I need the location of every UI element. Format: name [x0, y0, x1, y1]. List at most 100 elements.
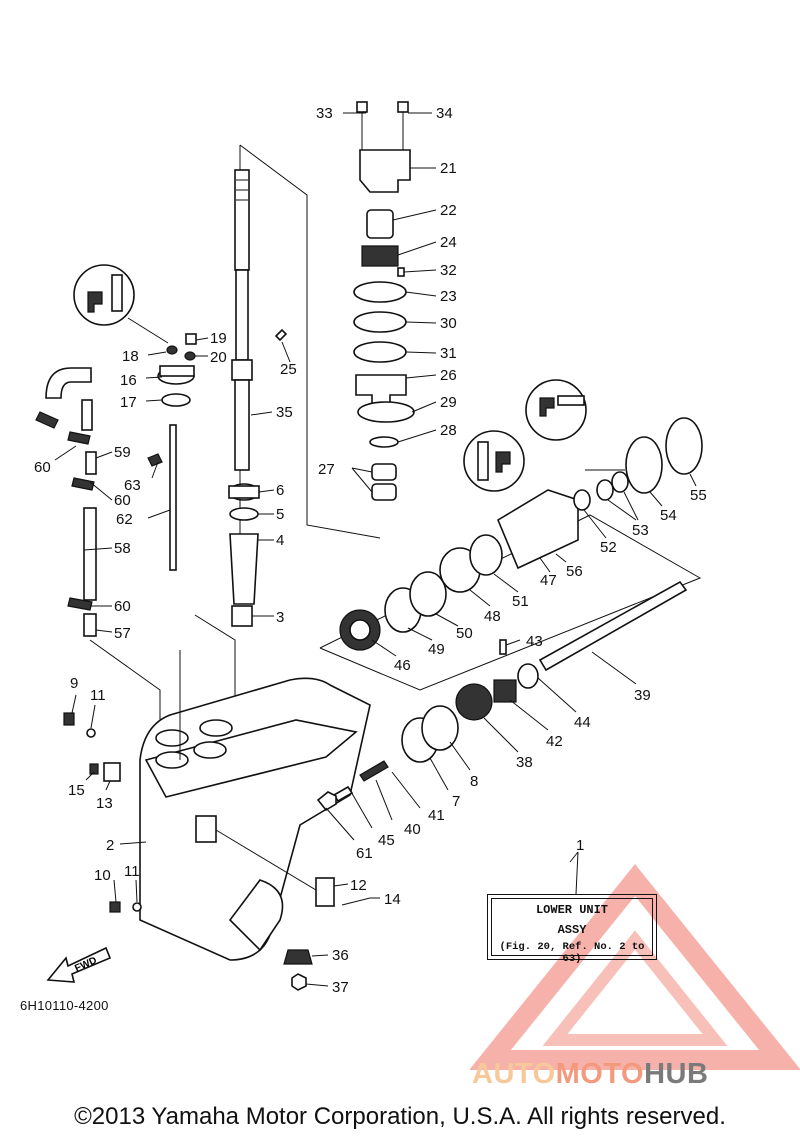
callout-30: 30 [440, 315, 457, 332]
callout-32: 32 [440, 262, 457, 279]
propeller-shaft-39 [538, 580, 688, 672]
callout-60c: 60 [114, 598, 131, 615]
oil-seal-27b [371, 483, 397, 501]
bearing-52 [573, 489, 591, 511]
callout-22: 22 [440, 202, 457, 219]
callout-41: 41 [428, 807, 445, 824]
callout-51: 51 [512, 593, 529, 610]
callout-50: 50 [456, 625, 473, 642]
washer-53b [611, 471, 629, 493]
callout-53: 53 [632, 522, 649, 539]
callout-61: 61 [356, 845, 373, 862]
callout-26: 26 [440, 367, 457, 384]
callout-24: 24 [440, 234, 457, 251]
gasket-29 [357, 401, 415, 423]
callout-28: 28 [440, 422, 457, 439]
callout-37: 37 [332, 979, 349, 996]
callout-33: 33 [316, 105, 333, 122]
callout-8: 8 [470, 773, 478, 790]
water-pump [353, 101, 415, 501]
callout-44: 44 [574, 714, 591, 731]
bearing-50 [409, 571, 447, 617]
shift-rod-62 [169, 424, 177, 571]
callout-23: 23 [440, 288, 457, 305]
watermark-part-hub: HUB [644, 1058, 709, 1090]
grommet-13 [103, 762, 121, 782]
callout-38: 38 [516, 754, 533, 771]
bearing-3 [231, 605, 253, 627]
dog-clutch-42 [493, 679, 517, 703]
callout-9: 9 [70, 675, 78, 692]
cover-12 [315, 877, 335, 907]
plate-30 [353, 311, 407, 333]
callout-5: 5 [276, 506, 284, 523]
assembly-label-line2: ASSY [557, 923, 587, 937]
callout-49: 49 [428, 641, 445, 658]
callout-62: 62 [116, 511, 133, 528]
o-ring-17 [161, 393, 191, 407]
fwd-label: FWD [73, 955, 98, 974]
callout-15: 15 [68, 782, 85, 799]
callout-58: 58 [114, 540, 131, 557]
callout-60b: 60 [114, 492, 131, 509]
callout-36: 36 [332, 947, 349, 964]
callout-20: 20 [210, 349, 227, 366]
callout-13: 13 [96, 795, 113, 812]
sleeve-4 [229, 533, 259, 605]
bolt-10 [109, 901, 121, 913]
callout-1: 1 [576, 837, 584, 854]
bolt-15 [89, 763, 99, 775]
callout-3: 3 [276, 609, 284, 626]
insert-cartridge-22 [366, 209, 394, 239]
lower-case [139, 677, 371, 961]
callout-11b: 11 [124, 863, 140, 880]
callout-54: 54 [660, 507, 677, 524]
callout-63: 63 [124, 477, 141, 494]
pump-housing-21 [359, 149, 411, 193]
assembly-label-line1: LOWER UNIT [535, 903, 608, 917]
watermark-text: AUTOMOTOHUB [472, 1058, 708, 1091]
callout-46: 46 [394, 657, 411, 674]
assembly-label: LOWER UNIT ASSY (Fig. 20, Ref. No. 2 to … [487, 894, 657, 965]
callout-18: 18 [122, 348, 139, 365]
callout-34: 34 [436, 105, 453, 122]
callout-19: 19 [210, 330, 227, 347]
ring-54 [625, 436, 663, 494]
bearing-8 [421, 705, 459, 751]
copyright-notice: ©2013 Yamaha Motor Corporation, U.S.A. A… [74, 1103, 726, 1130]
drive-shaft [231, 169, 253, 471]
propeller-shaft-group [316, 417, 703, 812]
callout-55: 55 [690, 487, 707, 504]
shift-slide-61 [316, 791, 337, 812]
o-ring-28 [369, 436, 399, 448]
plunger-44 [517, 663, 539, 689]
callout-52: 52 [600, 539, 617, 556]
washer-11a [86, 728, 96, 738]
callout-11a: 11 [90, 687, 106, 704]
callout-labels: 1 2 3 4 5 6 7 8 9 10 11 11 12 13 14 15 1… [34, 105, 707, 996]
callout-35: 35 [276, 404, 293, 421]
spring-41 [359, 760, 389, 782]
nut-37 [291, 973, 307, 991]
callout-2: 2 [106, 837, 114, 854]
watermark-part-moto: MOTO [555, 1058, 645, 1090]
shim-5 [229, 507, 259, 521]
callout-4: 4 [276, 532, 284, 549]
callout-59: 59 [114, 444, 131, 461]
callout-29: 29 [440, 394, 457, 411]
water-tube-58 [83, 507, 97, 601]
shift-rod-parts [35, 328, 288, 637]
callout-45: 45 [378, 832, 395, 849]
callout-31: 31 [440, 345, 457, 362]
callout-16: 16 [120, 372, 137, 389]
bolt-9 [63, 712, 75, 726]
callout-60a: 60 [34, 459, 51, 476]
bearing-housing-47 [496, 489, 579, 570]
callout-42: 42 [546, 733, 563, 750]
callout-14: 14 [384, 891, 401, 908]
callout-17: 17 [120, 394, 137, 411]
callout-39: 39 [634, 687, 651, 704]
nut-55 [665, 417, 703, 475]
diagram-code: 6H10110-4200 [20, 998, 109, 1013]
